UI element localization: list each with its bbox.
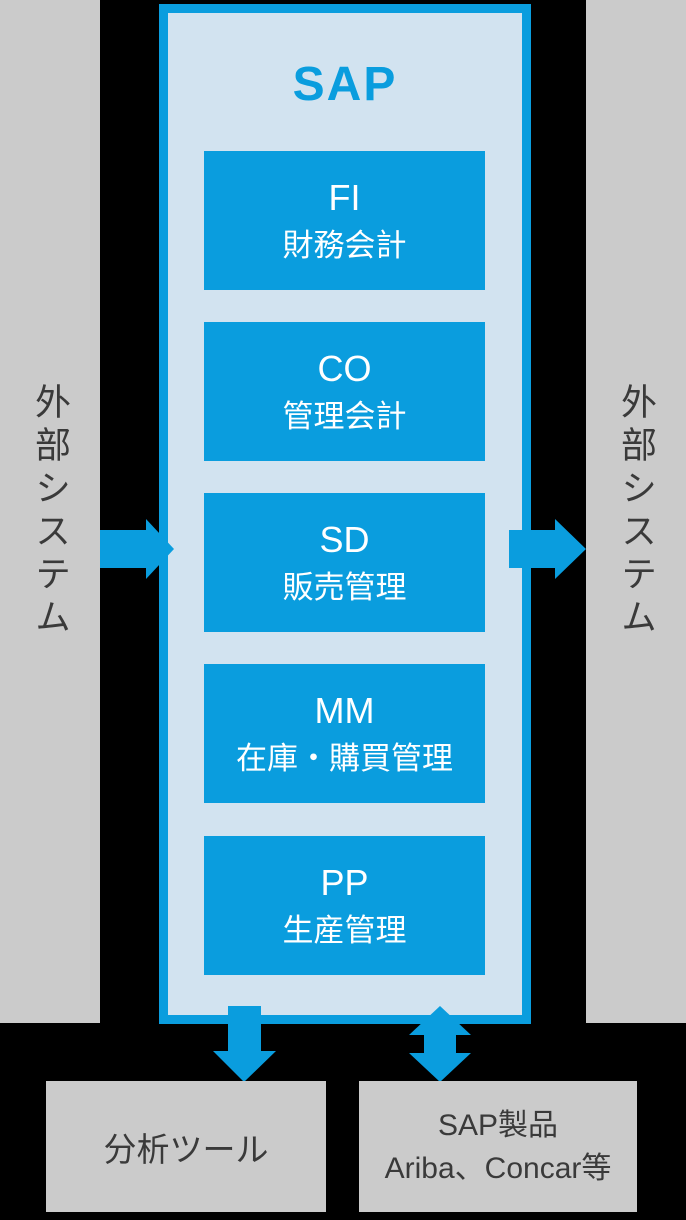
module-mm: MM 在庫・購買管理	[204, 664, 485, 803]
external-system-left-box: 外部システム	[0, 0, 100, 1023]
module-name: 財務会計	[282, 228, 407, 263]
sap-panel-title: SAP	[292, 58, 398, 111]
module-name: 販売管理	[282, 570, 407, 605]
sap-products-box: SAP製品 Ariba、Concar等	[359, 1081, 637, 1212]
module-co: CO 管理会計	[204, 322, 485, 461]
module-code: MM	[314, 690, 375, 731]
module-name: 生産管理	[282, 913, 407, 948]
analysis-tool-box: 分析ツール	[46, 1081, 326, 1212]
module-fi: FI 財務会計	[204, 151, 485, 290]
module-code: PP	[320, 862, 369, 903]
sap-products-title: SAP製品	[437, 1108, 559, 1142]
module-name: 管理会計	[282, 399, 407, 434]
sap-products-examples: Ariba、Concar等	[384, 1151, 612, 1185]
sap-panel: SAP FI 財務会計 CO 管理会計 SD 販売管理 MM 在庫・購買管理 P…	[159, 4, 531, 1024]
module-code: FI	[328, 177, 361, 218]
module-code: SD	[319, 519, 370, 560]
external-system-right-box: 外部システム	[586, 0, 686, 1023]
external-system-left-label: 外部システム	[30, 382, 71, 641]
module-pp: PP 生産管理	[204, 836, 485, 975]
module-name: 在庫・購買管理	[236, 741, 453, 776]
module-code: CO	[317, 348, 372, 389]
analysis-tool-label: 分析ツール	[103, 1130, 269, 1168]
module-sd: SD 販売管理	[204, 493, 485, 632]
external-system-right-label: 外部システム	[616, 382, 657, 641]
